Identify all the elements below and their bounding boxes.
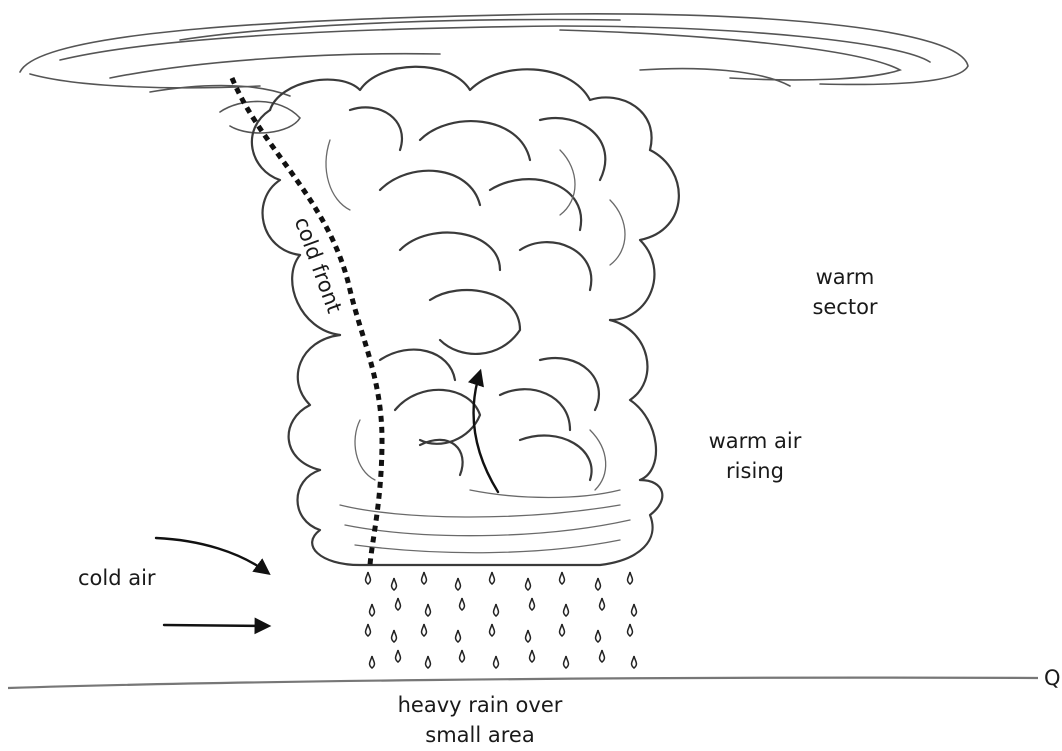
rain-drop bbox=[596, 578, 601, 590]
rain-drop bbox=[392, 578, 397, 590]
rain-drop bbox=[422, 572, 427, 584]
rain-drop bbox=[530, 650, 535, 662]
rain-drop bbox=[526, 578, 531, 590]
ground-line bbox=[8, 678, 1038, 688]
rain-drop bbox=[490, 624, 495, 636]
rain-drop bbox=[460, 650, 465, 662]
rain-drop bbox=[456, 578, 461, 590]
warm-air-rising-arrow bbox=[474, 372, 498, 492]
rain-drop bbox=[494, 656, 499, 668]
rain-drop bbox=[370, 656, 375, 668]
cold-air-label: cold air bbox=[78, 563, 156, 593]
rain-drop bbox=[632, 656, 637, 668]
rain-drop bbox=[396, 650, 401, 662]
rain-drop bbox=[628, 572, 633, 584]
rain-drop bbox=[370, 604, 375, 616]
rain-drop bbox=[564, 604, 569, 616]
heavy-rain-line-2: small area bbox=[370, 720, 590, 750]
warm-sector-line-1: warm bbox=[790, 262, 900, 292]
rain-drop bbox=[596, 630, 601, 642]
warm-air-rising-line-2: rising bbox=[685, 456, 825, 486]
rain-drop bbox=[426, 604, 431, 616]
rain-drop bbox=[600, 650, 605, 662]
rain-drop bbox=[560, 572, 565, 584]
rain-drop bbox=[422, 624, 427, 636]
cold-air-arrow-upper bbox=[156, 538, 268, 573]
rain-drop bbox=[392, 630, 397, 642]
cumulonimbus-tower bbox=[252, 67, 679, 565]
rain-drop bbox=[396, 598, 401, 610]
ground-marker-label: Q bbox=[1044, 663, 1061, 693]
rain-drop bbox=[460, 598, 465, 610]
rain-drop bbox=[366, 572, 371, 584]
rain-drop bbox=[564, 656, 569, 668]
rain-drop bbox=[456, 630, 461, 642]
rain-drops bbox=[366, 572, 637, 668]
rain-drop bbox=[366, 624, 371, 636]
cold-air-arrow-lower bbox=[164, 625, 268, 626]
rain-drop bbox=[494, 604, 499, 616]
rain-drop bbox=[426, 656, 431, 668]
rain-drop bbox=[526, 630, 531, 642]
rain-drop bbox=[530, 598, 535, 610]
rain-drop bbox=[490, 572, 495, 584]
anvil-cloud bbox=[20, 14, 968, 133]
rain-drop bbox=[628, 624, 633, 636]
rain-drop bbox=[632, 604, 637, 616]
rain-drop bbox=[600, 598, 605, 610]
warm-sector-label: warm sector bbox=[790, 262, 900, 322]
warm-air-rising-label: warm air rising bbox=[685, 426, 825, 486]
rain-drop bbox=[560, 624, 565, 636]
warm-air-rising-line-1: warm air bbox=[685, 426, 825, 456]
warm-sector-line-2: sector bbox=[790, 292, 900, 322]
heavy-rain-label: heavy rain over small area bbox=[370, 690, 590, 750]
cold-front-line bbox=[232, 78, 382, 565]
heavy-rain-line-1: heavy rain over bbox=[370, 690, 590, 720]
